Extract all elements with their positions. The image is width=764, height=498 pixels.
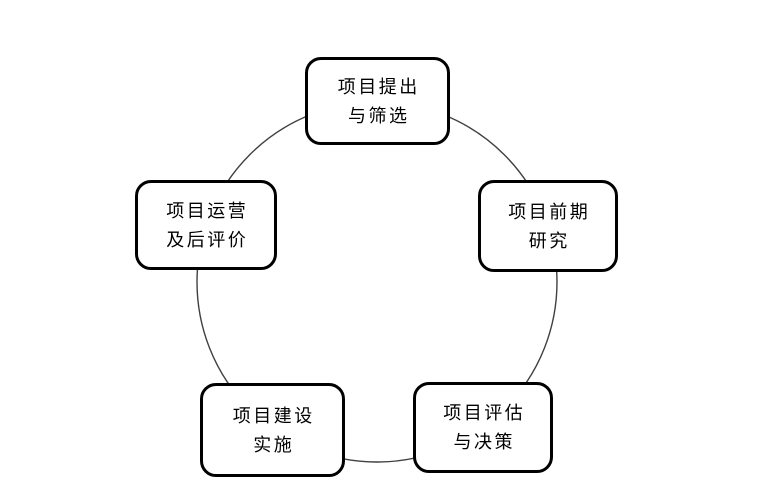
node-project-evaluation-decision: 项目评估 与决策 — [413, 382, 553, 473]
node-project-construction-implementation: 项目建设 实施 — [200, 383, 345, 477]
node-label-line1: 项目提出 — [337, 76, 420, 97]
node-project-preliminary-research: 项目前期 研究 — [478, 180, 618, 272]
node-label-line2: 及后评价 — [166, 229, 249, 250]
node-label-line1: 项目建设 — [232, 405, 315, 426]
node-label-line1: 项目前期 — [508, 201, 591, 222]
node-label-line2: 与筛选 — [348, 105, 410, 126]
node-label-line2: 实施 — [253, 434, 295, 455]
node-label-line1: 项目运营 — [166, 200, 249, 221]
node-label-line1: 项目评估 — [443, 403, 526, 423]
node-project-operation-post-evaluation: 项目运营 及后评价 — [135, 180, 277, 270]
node-project-proposal-screening: 项目提出 与筛选 — [305, 57, 450, 145]
node-label-line2: 研究 — [528, 230, 570, 251]
node-label-line2: 与决策 — [453, 432, 515, 452]
